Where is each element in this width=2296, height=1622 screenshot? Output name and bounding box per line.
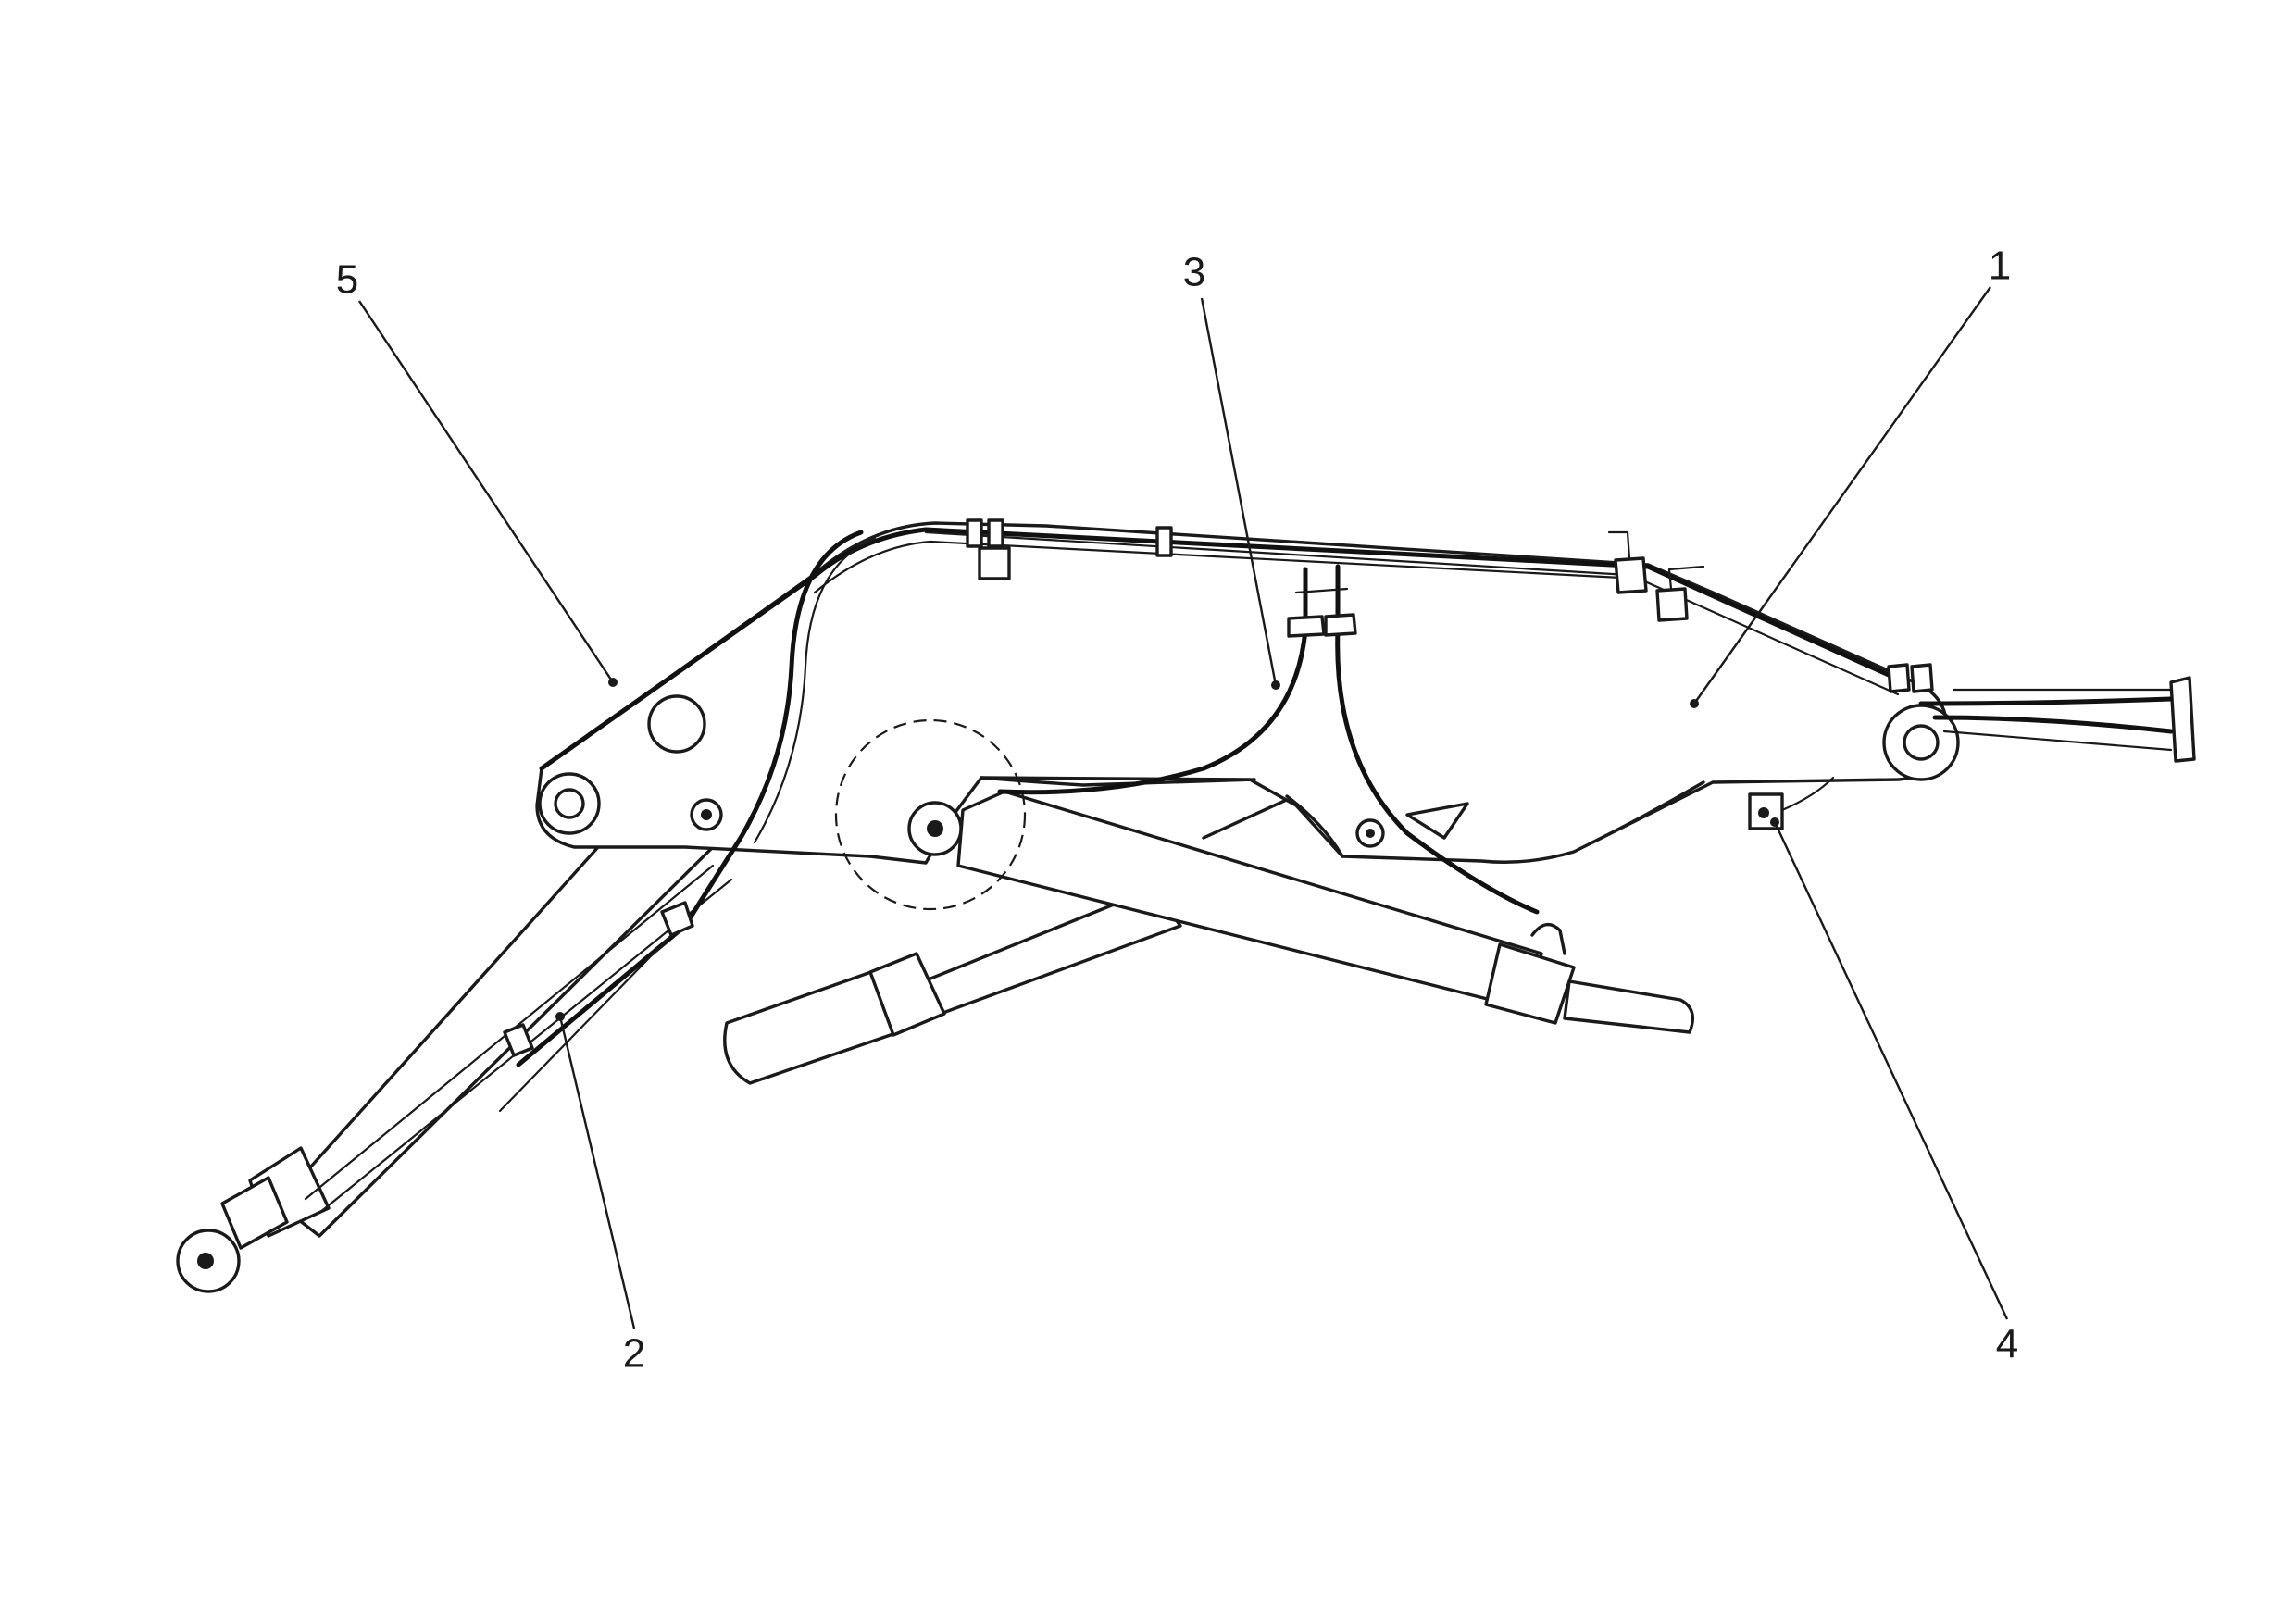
leader-2 [558, 1016, 636, 1329]
callout-4: 4 [1996, 1322, 2018, 1367]
boom-body [276, 521, 2196, 1238]
leader-5 [358, 300, 614, 683]
leader-3 [1200, 297, 1278, 686]
callout-labels: 1 2 3 4 5 [336, 243, 2018, 1377]
boom-hydraulic-cylinder [834, 718, 1694, 1034]
lower-hydraulic-cylinder [723, 785, 1316, 1085]
callout-3: 3 [1183, 250, 1205, 295]
arm-hydraulic-cylinder [176, 864, 733, 1293]
callout-5: 5 [336, 257, 358, 303]
callout-2: 2 [623, 1331, 645, 1377]
hydraulic-hoses [498, 518, 2174, 1113]
leader-1 [1693, 286, 1991, 705]
callout-leaders [358, 286, 2009, 1329]
leader-4 [1773, 821, 2009, 1320]
callout-1: 1 [1989, 243, 2011, 289]
